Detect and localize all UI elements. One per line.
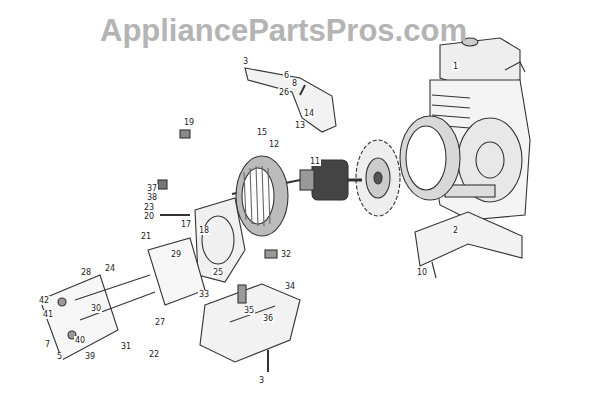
callout-number: 8: [291, 79, 298, 88]
callout-number: 23: [143, 203, 155, 212]
lower-bracket: [415, 212, 522, 266]
callout-number: 24: [104, 264, 116, 273]
callout-number: 41: [42, 310, 54, 319]
callout-number: 3: [242, 57, 249, 66]
callout-number: 10: [416, 268, 428, 277]
callout-number: 3: [258, 376, 265, 385]
bolt: [432, 262, 436, 278]
flywheel: [400, 116, 460, 200]
callout-number: 27: [154, 318, 166, 327]
callout-number: 11: [309, 157, 321, 166]
callout-number: 25: [212, 268, 224, 277]
callout-number: 39: [84, 352, 96, 361]
callout-number: 20: [143, 212, 155, 221]
callout-number: 2: [452, 226, 459, 235]
callout-number: 14: [303, 109, 315, 118]
callout-number: 6: [283, 71, 290, 80]
callout-number: 26: [278, 88, 290, 97]
callout-number: 35: [243, 306, 255, 315]
callout-number: 7: [44, 340, 51, 349]
callout-number: 18: [198, 226, 210, 235]
end-housing: [195, 198, 245, 282]
watermark: AppliancePartsPros.com: [100, 14, 467, 48]
upper-bracket: [245, 68, 336, 132]
callout-number: 1: [452, 62, 459, 71]
nut: [158, 180, 167, 189]
callout-number: 22: [148, 350, 160, 359]
callout-number: 36: [262, 314, 274, 323]
stator: [236, 156, 288, 236]
callout-number: 12: [268, 140, 280, 149]
callout-number: 13: [294, 121, 306, 130]
fan: [356, 140, 400, 216]
callout-number: 40: [74, 336, 86, 345]
callout-number: 31: [120, 342, 132, 351]
callout-number: 32: [280, 250, 292, 259]
callout-number: 5: [56, 352, 63, 361]
callout-number: 19: [183, 118, 195, 127]
callout-number: 29: [170, 250, 182, 259]
end-cover: [148, 238, 205, 305]
callout-number: 37: [146, 184, 158, 193]
callout-number: 15: [256, 128, 268, 137]
callout-number: 21: [140, 232, 152, 241]
callout-number: 42: [38, 296, 50, 305]
callout-number: 28: [80, 268, 92, 277]
small-part: [180, 130, 190, 138]
callout-number: 17: [180, 220, 192, 229]
base-bracket: [200, 284, 300, 362]
callout-number: 34: [284, 282, 296, 291]
control-plate: [40, 275, 118, 360]
callout-number: 38: [146, 193, 158, 202]
armature: [300, 160, 362, 200]
callout-number: 33: [198, 290, 210, 299]
callout-number: 30: [90, 304, 102, 313]
